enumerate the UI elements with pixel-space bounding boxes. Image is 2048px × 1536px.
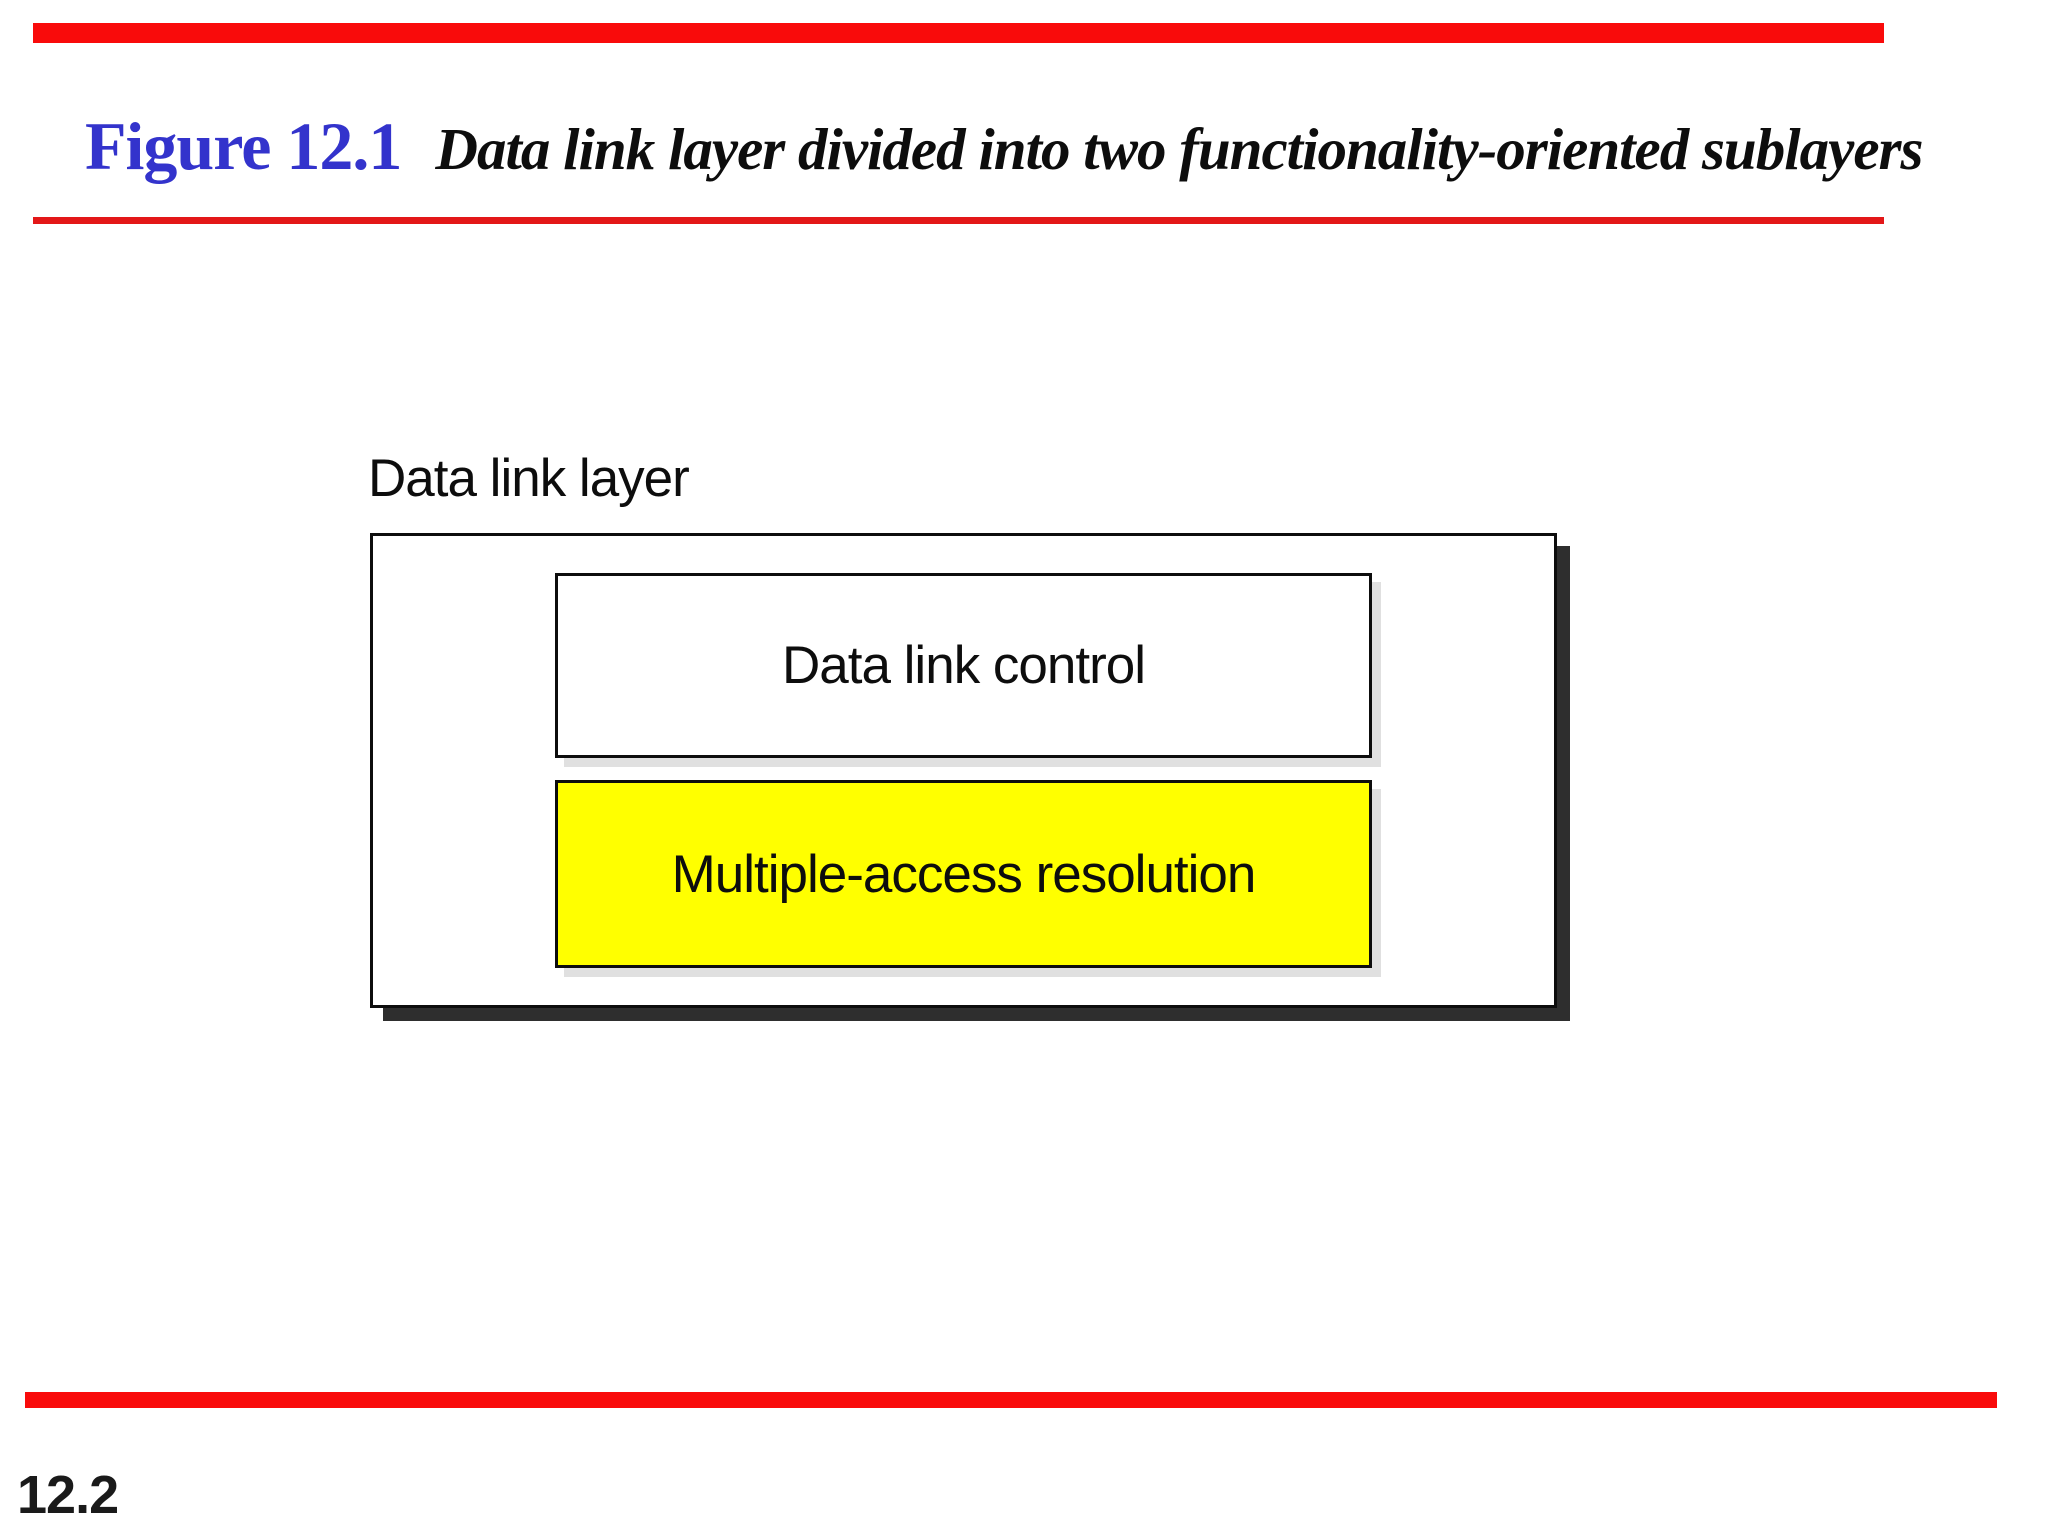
data-link-layer-label: Data link layer [368,449,690,508]
sublayer-label-data-link-control: Data link control [781,636,1146,695]
sublayer-label-multiple-access-resolution: Multiple-access resolution [671,844,1257,904]
title-underline-rule [33,217,1884,224]
slide-page-number: 12.2 [17,1465,119,1525]
sublayer-box-data-link-control: Data link control [555,573,1372,758]
sublayer-box-multiple-access-resolution: Multiple-access resolution [555,780,1372,968]
figure-number-label: Figure 12.1 [85,108,402,184]
data-link-layer-box: Data link control Multiple-access resolu… [370,533,1557,1008]
figure-caption: Data link layer divided into two functio… [435,116,1923,182]
top-accent-bar [33,23,1884,43]
bottom-accent-bar [25,1392,1997,1408]
